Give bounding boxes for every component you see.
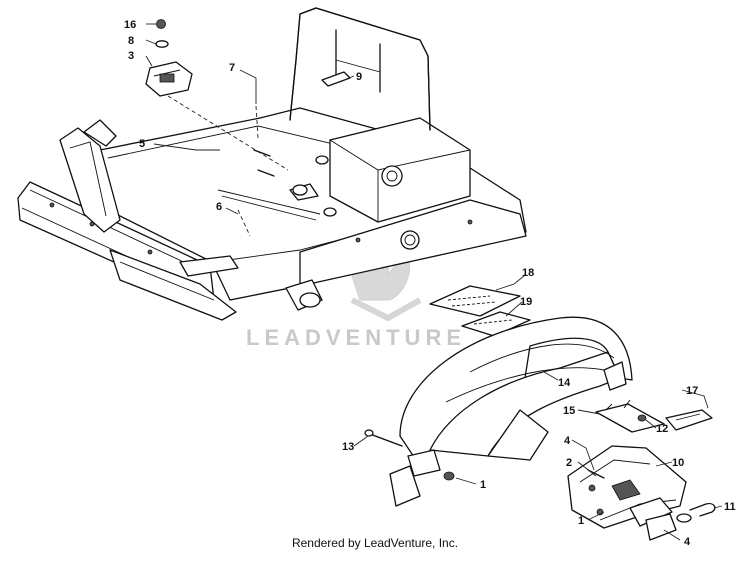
callout-1-hitch: 1 [578,515,584,527]
part-15-bracket [595,403,665,433]
leader-lines [145,23,723,541]
callout-3: 3 [128,50,134,62]
callout-1-fender: 1 [480,479,486,491]
part-16-nut [156,19,166,29]
callout-13: 13 [342,441,354,453]
callout-10: 10 [672,457,684,469]
callout-6: 6 [216,201,222,213]
part-19-decal [461,311,531,337]
part-1-nut [443,471,455,481]
callout-11: 11 [724,501,736,513]
hitch-bracket-assembly [567,445,716,541]
part-8-washer [155,40,169,48]
callout-8: 8 [128,35,134,47]
rear-fender-assembly [364,316,633,507]
part-17-strap [665,409,713,431]
part-12-bolt [637,414,647,422]
part-13-bolt [364,429,374,437]
callout-19: 19 [520,296,532,308]
callout-18: 18 [522,267,534,279]
render-credit: Rendered by LeadVenture, Inc. [291,536,459,550]
callout-labels: 16 8 3 7 9 5 6 18 19 14 17 15 12 13 1 4 … [124,19,736,548]
callout-14: 14 [558,377,571,389]
callout-16: 16 [124,19,136,31]
watermark-brand: LEADVENTURE [246,325,466,350]
chassis-assembly [17,7,527,321]
fender-bracket-parts [595,399,713,433]
part-11-clip [689,502,716,517]
callout-4-upper: 4 [564,435,571,447]
part-18-decal [429,285,521,317]
callout-2: 2 [566,457,572,469]
callout-9: 9 [356,71,362,83]
callout-4-lower: 4 [684,536,691,548]
callout-7: 7 [229,62,235,74]
callout-17: 17 [686,385,698,397]
decals [429,285,531,337]
callout-12: 12 [656,423,668,435]
callout-5: 5 [139,138,145,150]
latch-assembly [145,19,193,97]
callout-15: 15 [563,405,575,417]
